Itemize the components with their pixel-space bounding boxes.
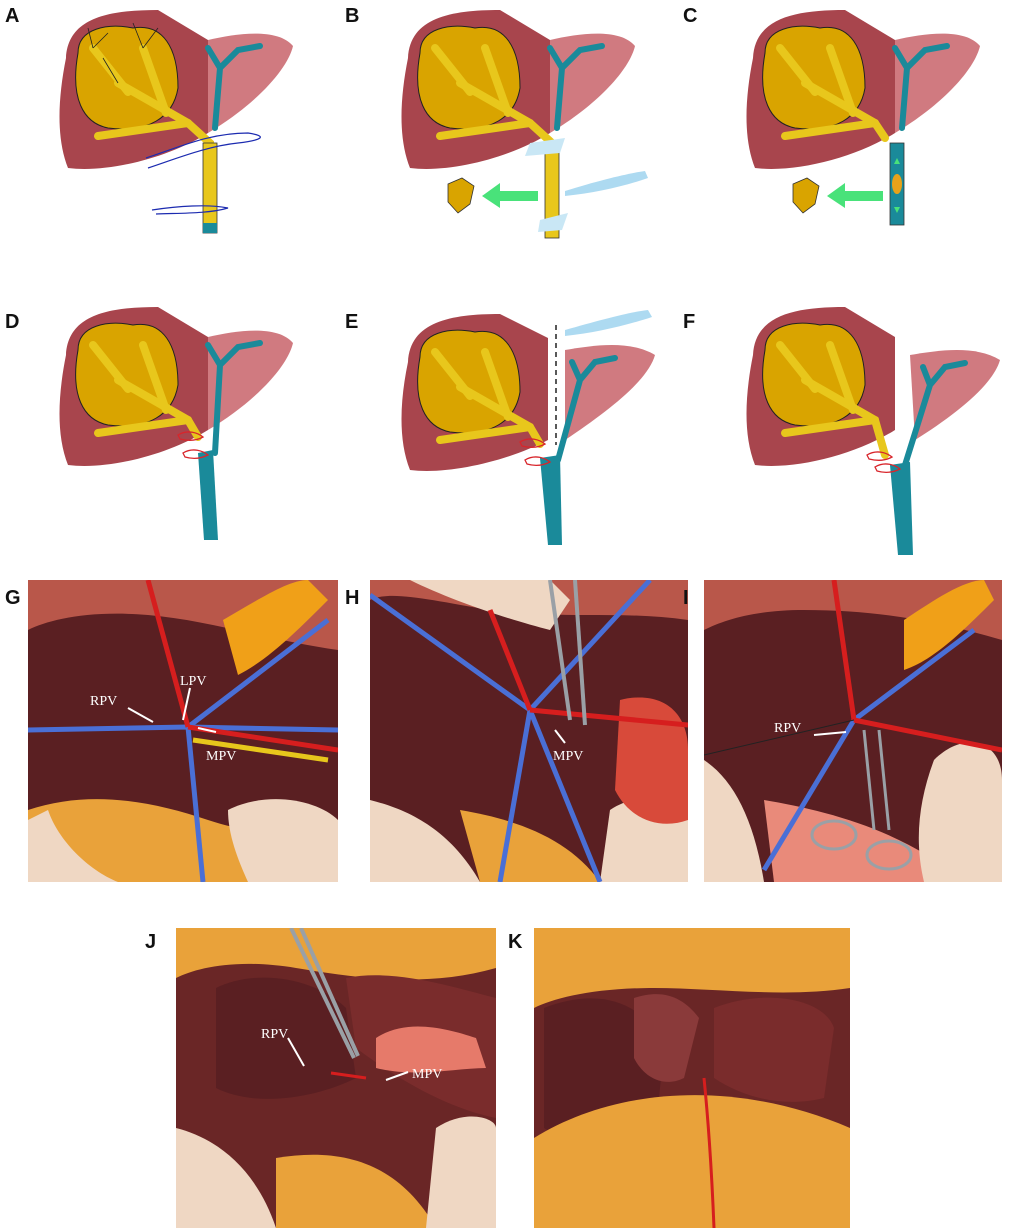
panel-label-k: K bbox=[508, 931, 523, 953]
panel-label-f: F bbox=[683, 311, 696, 333]
panel-b-diagram bbox=[390, 8, 670, 243]
label-rpv: RPV bbox=[261, 1027, 288, 1042]
label-rpv: RPV bbox=[774, 721, 801, 736]
panel-label-g: G bbox=[5, 587, 21, 609]
panel-label-i: I bbox=[683, 587, 689, 609]
clip-markers bbox=[525, 138, 568, 232]
panel-label-d: D bbox=[5, 311, 20, 333]
label-mpv: MPV bbox=[412, 1067, 442, 1082]
panel-label-h: H bbox=[345, 587, 360, 609]
panel-c-diagram bbox=[735, 8, 1005, 238]
scalpel-blade-icon bbox=[565, 310, 652, 336]
panel-d-diagram bbox=[48, 305, 318, 550]
panel-h-photo: MPV bbox=[370, 580, 688, 882]
ligature-icon bbox=[177, 431, 210, 459]
panel-label-e: E bbox=[345, 311, 359, 333]
thrombus-fragment bbox=[447, 177, 475, 214]
panel-label-j: J bbox=[145, 931, 157, 953]
panel-label-a: A bbox=[5, 5, 20, 27]
label-lpv: LPV bbox=[180, 674, 206, 689]
arrow-left-icon bbox=[482, 183, 538, 208]
main-portal-vein bbox=[202, 142, 218, 234]
suture-loops bbox=[145, 132, 261, 215]
panel-j-photo: RPV MPV bbox=[176, 928, 496, 1228]
panel-i-photo: RPV bbox=[704, 580, 1002, 882]
scalpel-blade-icon bbox=[565, 171, 648, 196]
left-portal-vein bbox=[205, 43, 263, 131]
panel-a-diagram bbox=[48, 8, 318, 238]
panel-label-b: B bbox=[345, 5, 360, 27]
label-rpv: RPV bbox=[90, 694, 117, 709]
panel-label-c: C bbox=[683, 5, 698, 27]
label-mpv: MPV bbox=[206, 749, 236, 764]
panel-e-diagram bbox=[390, 300, 670, 550]
label-mpv: MPV bbox=[553, 749, 583, 764]
panel-f-diagram bbox=[735, 305, 1005, 560]
panel-k-photo bbox=[534, 928, 850, 1228]
panel-g-photo: RPV LPV MPV bbox=[28, 580, 338, 882]
